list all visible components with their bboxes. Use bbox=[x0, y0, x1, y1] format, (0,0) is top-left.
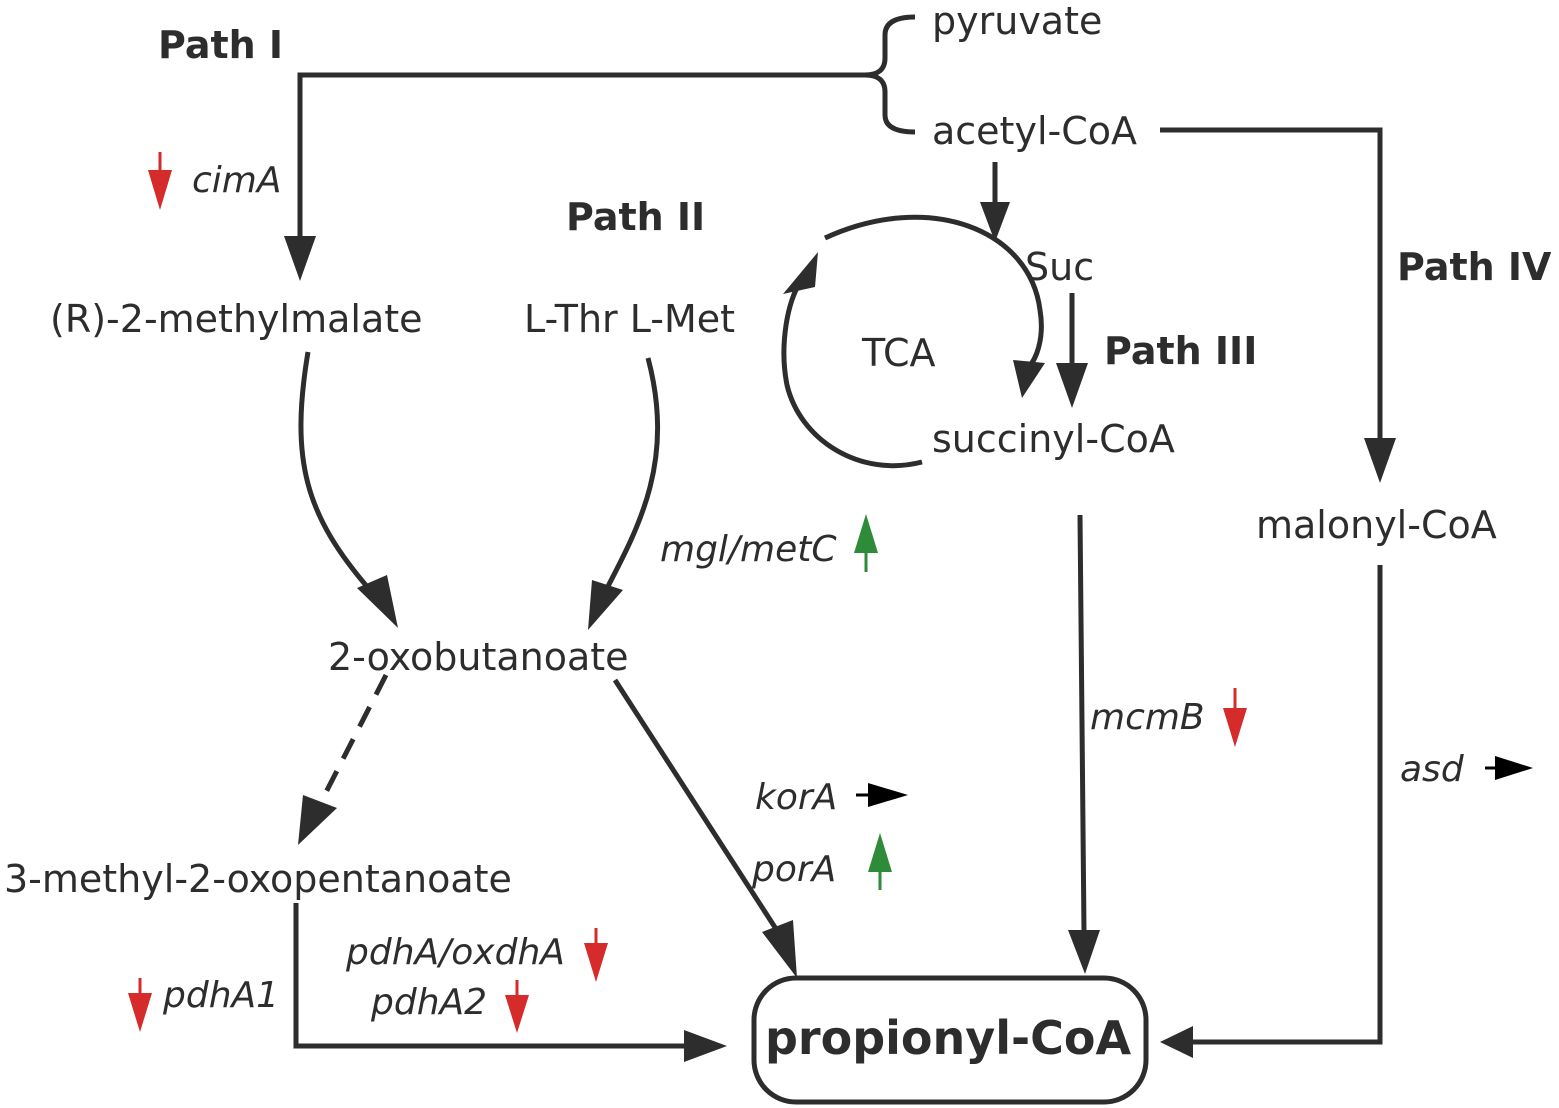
pdha2-down-indicator bbox=[505, 980, 529, 1033]
malonyl-to-propionyl-line bbox=[1190, 565, 1383, 1045]
node-thr-met: L-Thr L-Met bbox=[524, 297, 736, 341]
node-oxobutanoate: 2-oxobutanoate bbox=[328, 635, 629, 679]
pora-up-indicator bbox=[868, 833, 892, 890]
arrowhead-tca-left bbox=[783, 252, 818, 294]
node-propionyl-coa: propionyl-CoA bbox=[765, 1011, 1132, 1065]
node-malonyl-coa: malonyl-CoA bbox=[1256, 503, 1497, 547]
propionyl-coa-box bbox=[751, 975, 1149, 1105]
node-methylmalate: (R)-2-methylmalate bbox=[50, 297, 423, 341]
methylmalate-to-oxobutanoate-line bbox=[298, 351, 372, 592]
arrowhead-oxobutanoate-left bbox=[357, 575, 398, 628]
oxopentanoate-to-propionyl-line bbox=[293, 903, 690, 1049]
thrmet-to-oxobutanoate-line bbox=[602, 357, 661, 594]
arrowhead-malonyl bbox=[1364, 438, 1396, 483]
node-succinyl-coa: succinyl-CoA bbox=[932, 417, 1175, 461]
arrowhead-acetyl-tca bbox=[980, 202, 1010, 242]
node-methyl-oxopentanoate: 3-methyl-2-oxopentanoate bbox=[4, 857, 512, 901]
oxobutanoate-to-oxopentanoate-dashed bbox=[319, 673, 389, 802]
tca-arc-left bbox=[781, 281, 923, 469]
arrowhead-oxobutanoate-right bbox=[588, 580, 623, 630]
path-i-line bbox=[297, 72, 865, 238]
gene-kora: korA bbox=[755, 777, 838, 818]
arrowhead-propionyl-bottom bbox=[684, 1030, 727, 1062]
gene-mgl-metc: mgl/metC bbox=[660, 529, 837, 570]
arrowhead-tca-right bbox=[1013, 360, 1045, 398]
mgl-up-indicator bbox=[854, 514, 878, 572]
arrowhead-propionyl-top bbox=[1068, 930, 1100, 974]
gene-asd: asd bbox=[1400, 749, 1464, 790]
oxobutanoate-to-propionyl-line bbox=[612, 678, 781, 934]
path-label-i: Path I bbox=[158, 23, 284, 67]
path-iv-line bbox=[1160, 127, 1383, 440]
node-suc: Suc bbox=[1025, 245, 1095, 289]
gene-pdha1: pdhA1 bbox=[163, 975, 280, 1016]
gene-pdha2: pdhA2 bbox=[371, 982, 488, 1023]
gene-mcmb: mcmB bbox=[1090, 697, 1205, 738]
path-label-iii: Path III bbox=[1104, 329, 1258, 373]
mcmb-down-indicator bbox=[1223, 688, 1247, 747]
node-acetyl-coa: acetyl-CoA bbox=[932, 109, 1137, 153]
arrowhead-propionyl-right bbox=[1160, 1026, 1193, 1058]
gene-pora: porA bbox=[752, 849, 837, 890]
succinyl-to-propionyl-line bbox=[1077, 514, 1087, 933]
node-tca: TCA bbox=[862, 331, 936, 375]
arrowhead-oxopentanoate bbox=[298, 795, 337, 845]
tca-arc-right bbox=[823, 214, 1044, 367]
gene-cima: cimA bbox=[192, 160, 282, 201]
arrowhead-methylmalate bbox=[284, 236, 316, 281]
asd-unchanged-indicator bbox=[1485, 756, 1533, 780]
arrowhead-succinyl bbox=[1056, 363, 1088, 408]
arrowhead-propionyl-left bbox=[762, 920, 797, 978]
node-pyruvate: pyruvate bbox=[932, 0, 1103, 43]
path-label-iv: Path IV bbox=[1397, 245, 1552, 289]
kora-unchanged-indicator bbox=[856, 783, 908, 807]
pdha1-down-indicator bbox=[128, 978, 152, 1032]
gene-pdha-oxdha: pdhA/oxdhA bbox=[346, 932, 565, 973]
cima-down-indicator bbox=[148, 152, 172, 210]
path-label-ii: Path II bbox=[566, 195, 706, 239]
brace bbox=[864, 14, 916, 135]
pdha-oxdha-down-indicator bbox=[584, 928, 608, 982]
